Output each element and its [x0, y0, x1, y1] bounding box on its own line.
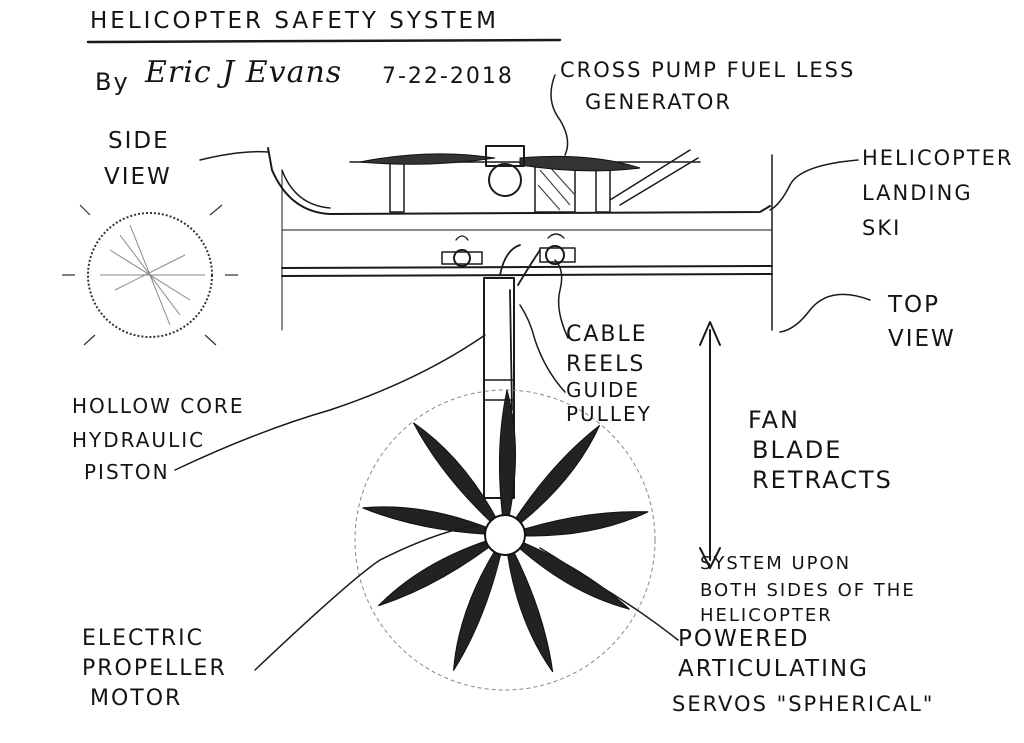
author-prefix: By [95, 68, 130, 96]
ski-label-3: SKI [862, 216, 902, 240]
servo-label-2: ARTICULATING [678, 656, 869, 682]
motor-label-3: MOTOR [90, 686, 183, 711]
servo-label-1: POWERED [678, 626, 810, 652]
motor-label-2: PROPELLER [82, 656, 227, 681]
propeller-fan [362, 389, 649, 673]
side-view-label-2: VIEW [104, 164, 172, 190]
piston-label-3: PISTON [84, 460, 170, 484]
side-view-propeller [62, 204, 238, 346]
cable-reels-label-2: REELS [566, 352, 646, 377]
ski-label-1: HELICOPTER [862, 146, 1014, 170]
generator-label-1: CROSS PUMP FUEL LESS [560, 58, 856, 82]
system-label-3: HELICOPTER [700, 605, 833, 626]
fan-retract-label-1: FAN [748, 406, 800, 434]
piston-label-1: HOLLOW CORE [72, 394, 245, 418]
piston-label-2: HYDRAULIC [72, 428, 206, 452]
leader-lines [174, 74, 871, 671]
ski-label-2: LANDING [862, 181, 973, 205]
motor-label-1: ELECTRIC [82, 626, 204, 651]
top-view-label-1: TOP [888, 292, 941, 318]
system-label-2: BOTH SIDES OF THE [700, 580, 916, 601]
retract-arrow [699, 321, 721, 569]
fan-retract-label-3: RETRACTS [752, 466, 893, 494]
servo-label-3: SERVOS "SPHERICAL" [672, 692, 935, 716]
top-view-label-2: VIEW [888, 326, 956, 352]
landing-ski-frame [267, 145, 771, 215]
diagram-title: HELICOPTER SAFETY SYSTEM [90, 8, 499, 34]
cable-reels-label-1: CABLE [566, 322, 648, 347]
cable-reels [441, 233, 576, 267]
hydraulic-piston [483, 244, 541, 499]
side-view-label-1: SIDE [108, 128, 170, 154]
system-label-1: SYSTEM UPON [700, 553, 852, 574]
guide-pulley-label-1: GUIDE [566, 378, 641, 402]
guide-pulley-label-2: PULLEY [566, 402, 652, 426]
fan-sweep-circle [354, 389, 656, 691]
diagram-date: 7-22-2018 [382, 64, 514, 89]
generator-label-2: GENERATOR [585, 90, 732, 114]
top-view-frame [281, 154, 773, 331]
title-underline [86, 38, 562, 44]
fan-retract-label-2: BLADE [752, 436, 843, 464]
author-signature: Eric J Evans [145, 55, 343, 90]
